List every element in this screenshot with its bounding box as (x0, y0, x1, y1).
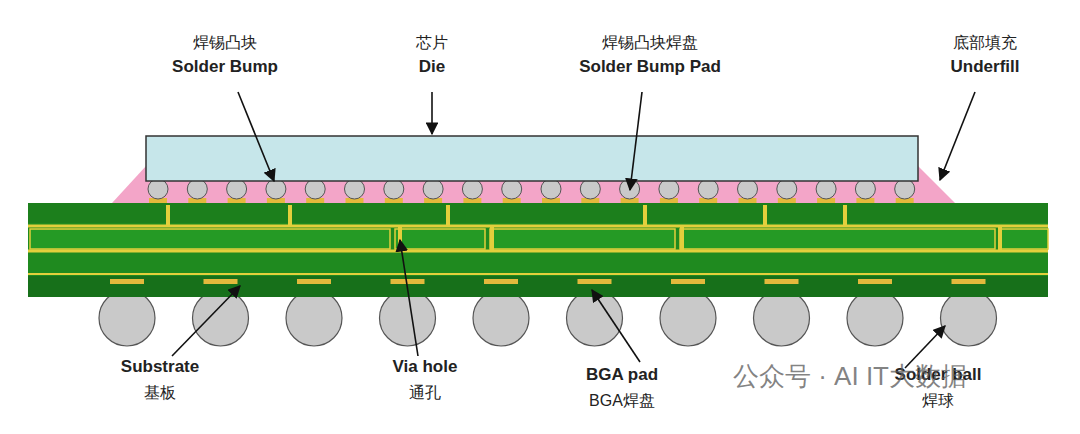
solder-bump (816, 179, 836, 199)
leader-lines (172, 92, 975, 368)
solder-bump (659, 179, 679, 199)
bga-pad (858, 279, 892, 284)
solder-bump (423, 179, 443, 199)
solder-ball (754, 290, 810, 346)
part-label: 基板 (144, 384, 176, 402)
via (680, 226, 684, 251)
bga-pad (484, 279, 518, 284)
bga-pads (110, 279, 986, 284)
part-label: BGA焊盘 (589, 392, 655, 410)
part-label: Via hole (393, 358, 458, 377)
bga-pad (204, 279, 238, 284)
solder-ball (941, 290, 997, 346)
via (446, 205, 450, 226)
substrate-core (30, 229, 1048, 249)
part-label: 焊锡凸块 (193, 34, 257, 52)
leader-line (592, 290, 640, 362)
part-label: Solder Bump Pad (579, 58, 721, 77)
part-label: 焊球 (922, 392, 954, 410)
part-label: 焊锡凸块焊盘 (602, 34, 698, 52)
vias (166, 205, 1002, 251)
solder-bump (305, 179, 325, 199)
solder-ball (473, 290, 529, 346)
solder-bump (580, 179, 600, 199)
solder-bump (345, 179, 365, 199)
core-segment (680, 229, 995, 249)
part-label: Underfill (951, 58, 1020, 77)
solder-bump (187, 179, 207, 199)
part-label: Die (419, 58, 445, 77)
solder-bump (384, 179, 404, 199)
core-segment (490, 229, 675, 249)
solder-ball (380, 290, 436, 346)
solder-bump (148, 179, 168, 199)
part-label: 芯片 (416, 34, 448, 52)
solder-bump (266, 179, 286, 199)
solder-bump (502, 179, 522, 199)
leader-line (400, 240, 418, 356)
copper-layer (28, 273, 1048, 275)
core-segment (1000, 229, 1048, 249)
die (146, 136, 918, 181)
via (643, 205, 647, 226)
solder-ball (99, 290, 155, 346)
solder-balls (99, 290, 997, 346)
via (490, 226, 494, 251)
via (843, 205, 847, 226)
watermark: 公众号 · AI IT大数据 (733, 362, 967, 391)
bga-pad (110, 279, 144, 284)
bga-pad (765, 279, 799, 284)
via (166, 205, 170, 226)
via (288, 205, 292, 226)
leader-line (238, 92, 274, 181)
bga-pad (952, 279, 986, 284)
copper-layer (28, 250, 1048, 253)
bga-pad (671, 279, 705, 284)
substrate-bottom-layer (28, 276, 1048, 297)
solder-bump (541, 179, 561, 199)
via (998, 226, 1002, 251)
core-segment (30, 229, 390, 249)
substrate-top-layer (28, 203, 1048, 223)
solder-ball (286, 290, 342, 346)
part-label: Substrate (121, 358, 199, 377)
leader-line (940, 92, 975, 180)
solder-bump (462, 179, 482, 199)
solder-ball (660, 290, 716, 346)
part-label: BGA pad (586, 366, 658, 385)
solder-bump (227, 179, 247, 199)
solder-ball (193, 290, 249, 346)
solder-bump (738, 179, 758, 199)
solder-ball (567, 290, 623, 346)
core-segment (395, 229, 485, 249)
solder-ball (847, 290, 903, 346)
part-label: 通孔 (409, 384, 441, 402)
solder-bump (698, 179, 718, 199)
solder-bump (855, 179, 875, 199)
part-label: Solder Bump (172, 58, 278, 77)
leader-line (172, 286, 240, 356)
substrate (28, 203, 1048, 297)
solder-bump (777, 179, 797, 199)
via (763, 205, 767, 226)
part-label: 底部填充 (953, 34, 1017, 52)
leader-line (431, 92, 433, 134)
solder-bump (895, 179, 915, 199)
bga-pad (578, 279, 612, 284)
leader-line (630, 92, 642, 190)
bga-pad (297, 279, 331, 284)
solder-bumps (148, 179, 915, 203)
copper-layer (28, 225, 1048, 228)
